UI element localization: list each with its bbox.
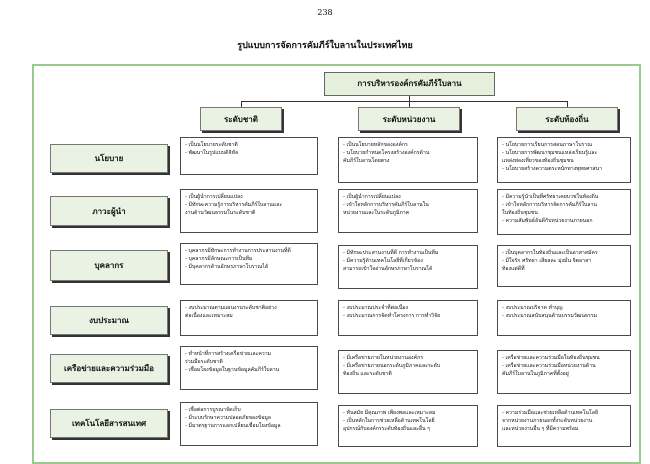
level-national: ระดับชาติ — [200, 107, 282, 131]
row-label-budget: งบประมาณ — [50, 306, 168, 335]
cell-personnel-agency: - มีทักษะประสานงานที่ดี การทำงานเป็นทีม-… — [338, 245, 478, 289]
page-number: 238 — [317, 8, 333, 17]
page-title: รูปแบบการจัดการคัมภีร์ใบลานในประเทศไทย — [237, 41, 413, 51]
connector — [241, 101, 242, 107]
row-label-leadership: ภาวะผู้นำ — [50, 196, 168, 226]
cell-it-national: - เชื่อต่อการบูรณาจัดเก็บ- มีระบบรักษาคว… — [180, 402, 318, 446]
cell-network-local: - เครือข่ายและความร่วมมือในท้องถิ่นชุมชน… — [497, 350, 631, 394]
cell-network-national: - ทำหน้าที่การสร้างเครือข่ายและความร่วมม… — [180, 346, 318, 390]
cell-leadership-local: - มีความรู้นำเป็นที่ศรัทธาเคยบวชในท้องถิ… — [497, 189, 631, 235]
connector — [567, 101, 568, 107]
top-org-box: การบริหารองค์กรคัมภีร์ใบลาน — [324, 72, 495, 96]
cell-budget-local: - งบประมาณบริจาค ทำบุญ- งบประมาณสนับสนุน… — [497, 300, 631, 336]
cell-leadership-national: - เป็นผู้นำการเปลี่ยนแปลง- มีทักษะความรู… — [180, 189, 318, 233]
level-local: ระดับท้องถิ่น — [516, 107, 618, 131]
connector — [241, 101, 567, 102]
cell-personnel-local: - เป็นบุคลากรในท้องถิ่นและเป็นอาสาสมัคร-… — [497, 245, 631, 287]
cell-policy-local: - นโยบายการเรียนการสอนภาษาโบราณ- นโยบายก… — [497, 137, 631, 183]
row-label-personnel: บุคลากร — [50, 250, 168, 281]
cell-leadership-agency: - เป็นผู้นำการเปลี่ยนแปลง- เข้าใจหลักการ… — [338, 189, 478, 233]
level-agency: ระดับหน่วยงาน — [358, 107, 460, 131]
row-label-network: เครือข่ายและความร่วมมือ — [50, 354, 168, 383]
cell-it-local: - ความร่วมมือและช่วยเหลือด้านเทคโนโลยีจา… — [497, 405, 631, 447]
cell-budget-national: - งบประมาณตามแผนงานระดับชาติอย่างต่อเนื่… — [180, 300, 318, 336]
cell-personnel-national: - บุคลากรมีทักษะการทำงานการประสานงานที่ด… — [180, 243, 318, 285]
cell-network-agency: - มีเครือข่ายภายในหน่วยงานองค์กร- มีเครื… — [338, 350, 478, 394]
cell-budget-agency: - งบประมาณประจำที่ต่อเนื่อง- งบประมาณการ… — [338, 300, 478, 336]
cell-policy-agency: - เป็นนโยบายหลักขององค์กร- นโยบายกำหนดโค… — [338, 137, 478, 183]
row-label-it: เทคโนโลยีสารสนเทศ — [50, 409, 168, 438]
cell-it-agency: - ทันสมัย มีคุณภาพ เพียงพอและเหมาะสม- เป… — [338, 405, 478, 447]
cell-policy-national: - เป็นนโยบายระดับชาติ- พัฒนาในรูปแบบดิจิ… — [180, 137, 318, 175]
row-label-policy: นโยบาย — [50, 144, 168, 173]
